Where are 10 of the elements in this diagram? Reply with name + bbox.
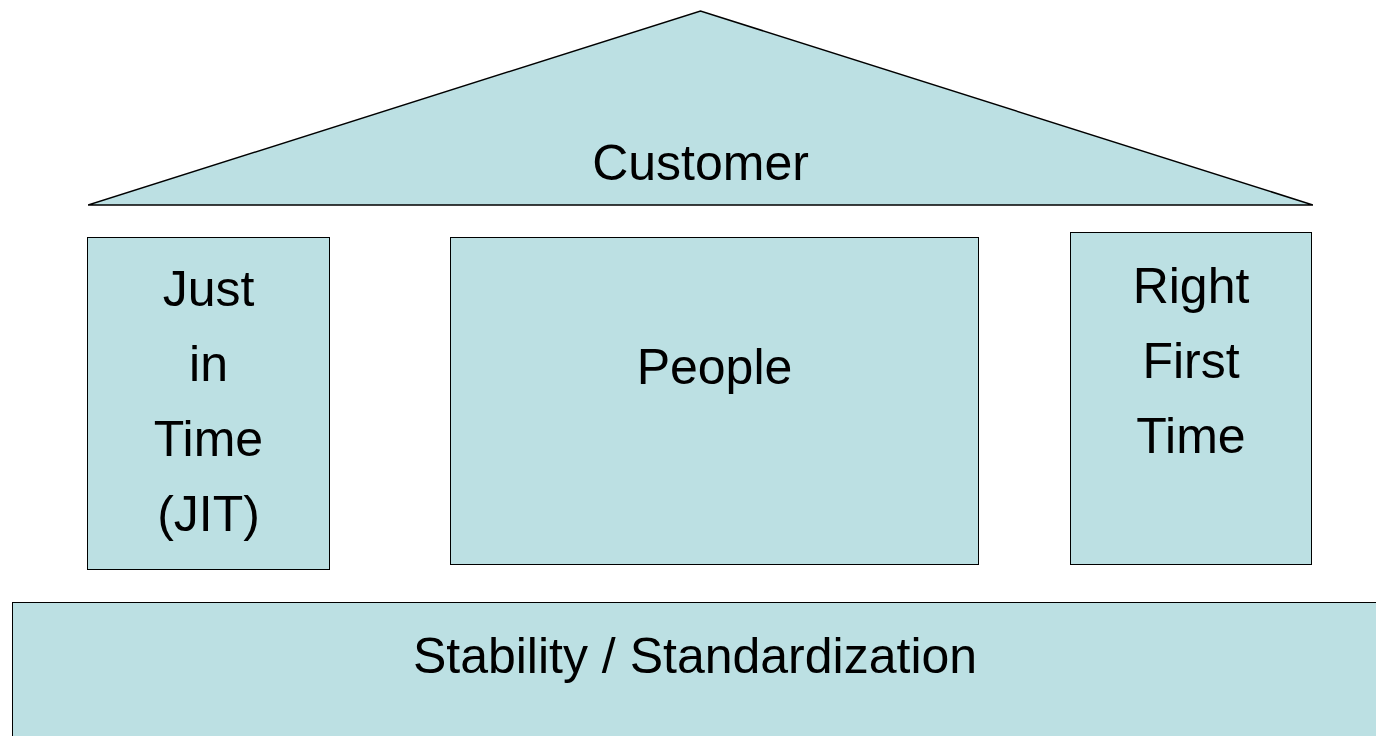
node-label: Customer [591, 134, 810, 193]
pillar-box [450, 237, 979, 565]
foundation-box [12, 602, 1376, 736]
node-label: People [635, 338, 794, 397]
pillar-box [1070, 232, 1312, 565]
node-label: Right First Time [1131, 257, 1251, 466]
pillar-box [87, 237, 330, 570]
node-label: Stability / Standardization [411, 627, 979, 686]
roof-triangle [88, 10, 1313, 206]
node-label: Just in Time (JIT) [152, 260, 265, 544]
